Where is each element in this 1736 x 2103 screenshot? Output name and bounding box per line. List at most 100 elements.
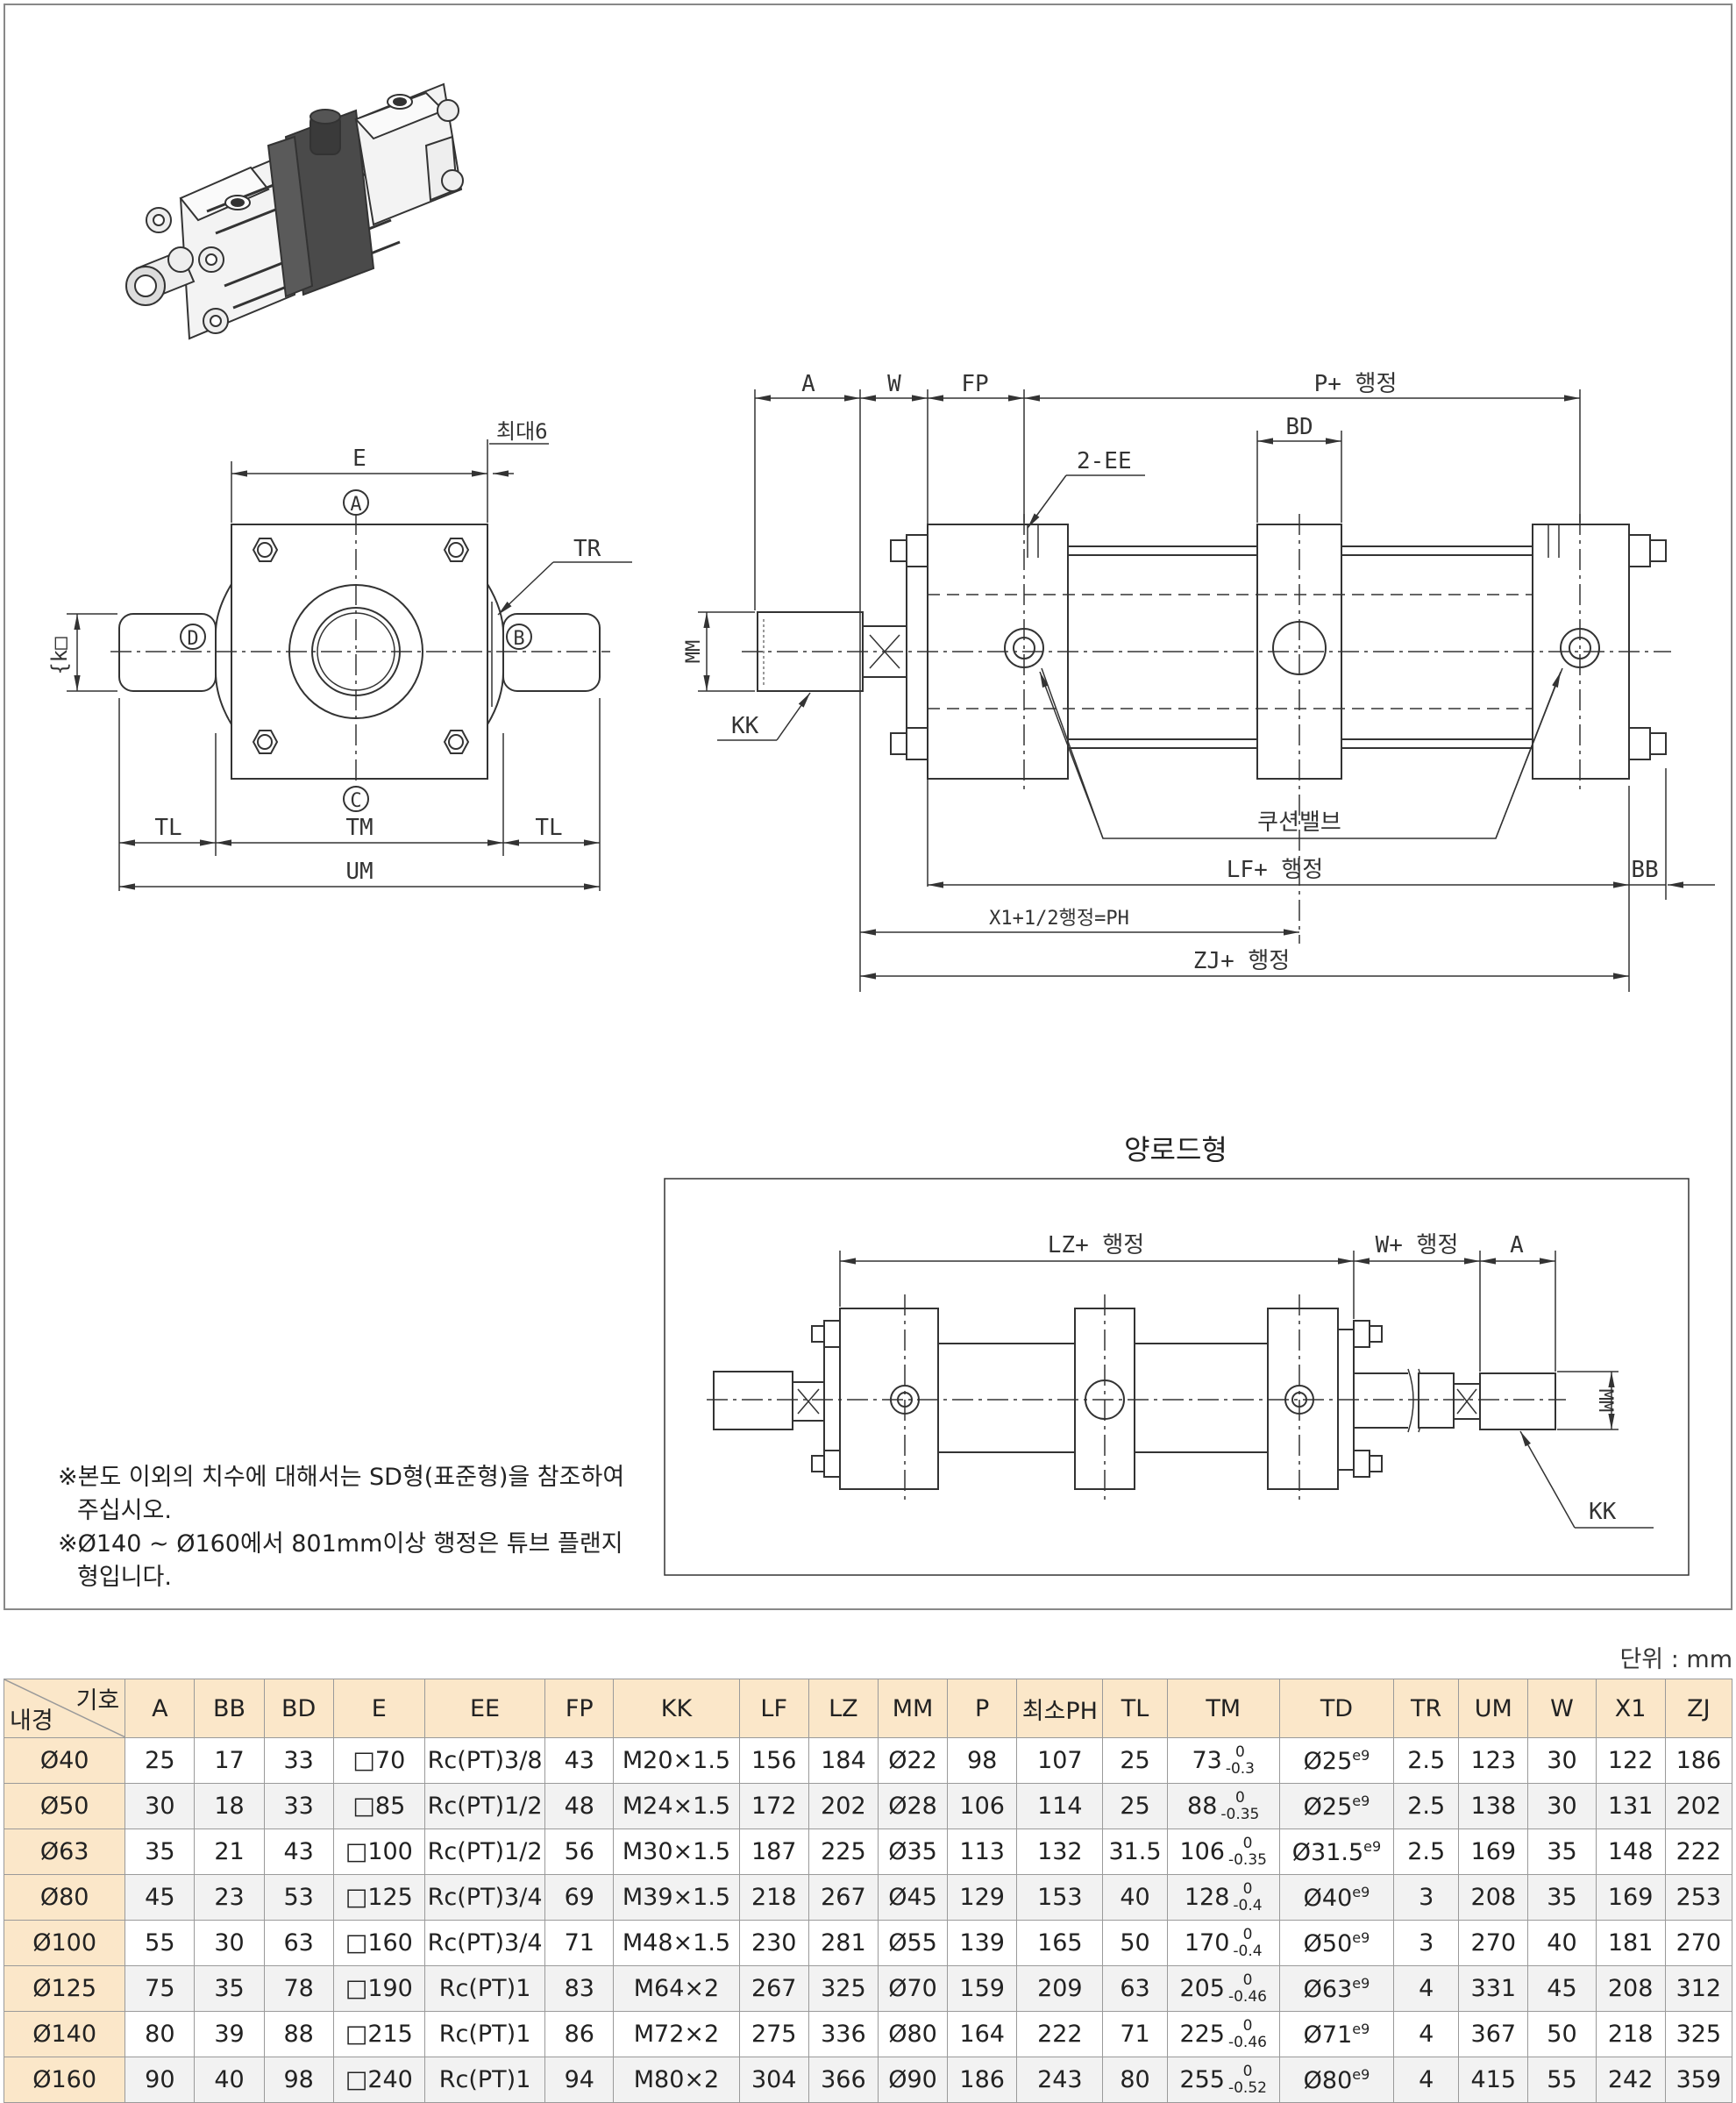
column-header: TR — [1393, 1679, 1460, 1738]
label-c: C — [350, 790, 361, 812]
tm-value: 106 — [1179, 1838, 1225, 1865]
cell-fp: 83 — [544, 1965, 615, 2012]
cell-bd: 53 — [263, 1874, 334, 1921]
column-header: MM — [877, 1679, 949, 1738]
dim-tl-left: TL — [154, 815, 181, 841]
td-value: Ø63 — [1303, 1975, 1353, 2003]
cell-lz: 202 — [808, 1783, 879, 1829]
td-fit: e9 — [1352, 1883, 1370, 1900]
tm-value: 225 — [1179, 2021, 1225, 2048]
cell-a: 35 — [125, 1829, 196, 1875]
cell-e: □190 — [332, 1965, 425, 2012]
td-value: Ø25 — [1303, 1793, 1353, 1821]
tm-tolerance-lower: -0.3 — [1225, 1759, 1255, 1778]
cell-kk: M72×2 — [613, 2011, 740, 2057]
cell-tr: 4 — [1393, 1965, 1460, 2012]
cell-e: □215 — [332, 2011, 425, 2057]
cell-zj: 359 — [1664, 2057, 1733, 2103]
cell-ph: 132 — [1016, 1829, 1104, 1875]
note-1: ※본도 이외의 치수에 대해서는 SD형(표준형)을 참조하여 주십시오. — [58, 1461, 624, 1528]
cell-td: Ø25e9 — [1278, 1783, 1395, 1829]
cell-lf: 267 — [738, 1965, 809, 2012]
note-2-line-2: 형입니다. — [77, 1564, 172, 1591]
bore-cell: Ø80 — [3, 1874, 126, 1921]
cell-zj: 222 — [1664, 1829, 1733, 1875]
cell-w: 45 — [1527, 1965, 1597, 2012]
double-rod-dim-a: A — [1510, 1232, 1524, 1258]
tie-rod-nuts — [890, 534, 1667, 760]
note-1-line-2: 주십시오. — [77, 1497, 172, 1524]
double-rod-dim-w: W+ 행정 — [1376, 1232, 1459, 1258]
cell-a: 75 — [125, 1965, 196, 2012]
note-1-line-1: ※본도 이외의 치수에 대해서는 SD형(표준형)을 참조하여 — [58, 1464, 625, 1491]
cell-tl: 25 — [1102, 1737, 1168, 1784]
cell-w: 35 — [1527, 1829, 1597, 1875]
side-dim-a: A — [801, 371, 815, 397]
tm-tolerance-lower: -0.46 — [1227, 1987, 1267, 2006]
cushion-valve-label: 쿠션밸브 — [1257, 809, 1341, 836]
cell-fp: 86 — [544, 2011, 615, 2057]
cell-a: 55 — [125, 1920, 196, 1966]
cell-lz: 366 — [808, 2057, 879, 2103]
td-fit: e9 — [1352, 2020, 1370, 2037]
double-rod-dim-kk: KK — [1589, 1499, 1617, 1525]
tm-value: 255 — [1179, 2066, 1225, 2093]
cell-tl: 31.5 — [1102, 1829, 1168, 1875]
cell-bb: 17 — [194, 1737, 265, 1784]
cell-tr: 2.5 — [1393, 1783, 1460, 1829]
cell-zj: 312 — [1664, 1965, 1733, 2012]
side-dim-fp: FP — [961, 371, 988, 397]
cell-bd: 33 — [263, 1783, 334, 1829]
cell-um: 367 — [1458, 2011, 1529, 2057]
side-dim-w: W — [887, 371, 901, 397]
cell-tl: 63 — [1102, 1965, 1168, 2012]
cell-zj: 253 — [1664, 1874, 1733, 1921]
technical-drawing: A C D B E 최대6 TR {k□ TL TM TL UM — [47, 82, 1715, 1576]
td-fit: e9 — [1363, 1837, 1382, 1855]
cell-w: 55 — [1527, 2057, 1597, 2103]
column-header: A — [125, 1679, 196, 1738]
side-dim-bd: BD — [1285, 414, 1313, 440]
cell-lf: 230 — [738, 1920, 809, 1966]
cell-bb: 18 — [194, 1783, 265, 1829]
double-rod-dim-mm: MM — [1594, 1389, 1616, 1413]
tm-tolerance-upper: 0 — [1234, 1743, 1245, 1761]
side-dim-kk: KK — [731, 713, 759, 739]
dim-tl-right: TL — [535, 815, 562, 841]
cell-ee: Rc(PT)3/4 — [423, 1874, 546, 1921]
cell-e: □100 — [332, 1829, 425, 1875]
cell-td: Ø40e9 — [1278, 1874, 1395, 1921]
cell-mm: Ø80 — [877, 2011, 949, 2057]
cell-um: 331 — [1458, 1965, 1529, 2012]
cell-fp: 69 — [544, 1874, 615, 1921]
cell-tr: 4 — [1393, 2011, 1460, 2057]
dim-tm: TM — [345, 815, 373, 841]
corner-diagonal — [4, 1679, 125, 1737]
bolt-group — [252, 538, 470, 754]
td-value: Ø25 — [1303, 1747, 1353, 1775]
column-header: LZ — [808, 1679, 879, 1738]
td-value: Ø80 — [1303, 2066, 1353, 2094]
double-rod-dim-lz: LZ+ 행정 — [1048, 1232, 1144, 1258]
tm-value: 170 — [1184, 1929, 1230, 1957]
column-header: EE — [423, 1679, 546, 1738]
tm-tolerance-lower: -0.4 — [1233, 1896, 1263, 1914]
cell-bb: 35 — [194, 1965, 265, 2012]
cell-kk: M20×1.5 — [613, 1737, 740, 1784]
cell-bd: 33 — [263, 1737, 334, 1784]
drawing-frame: A C D B E 최대6 TR {k□ TL TM TL UM — [4, 4, 1732, 1610]
cell-ee: Rc(PT)1/2 — [423, 1829, 546, 1875]
cell-tr: 3 — [1393, 1874, 1460, 1921]
cell-ph: 114 — [1016, 1783, 1104, 1829]
cell-ph: 243 — [1016, 2057, 1104, 2103]
cell-ee: Rc(PT)3/8 — [423, 1737, 546, 1784]
cell-p: 129 — [947, 1874, 1018, 1921]
bore-cell: Ø50 — [3, 1783, 126, 1829]
cell-bb: 23 — [194, 1874, 265, 1921]
column-header: KK — [613, 1679, 740, 1738]
cell-bb: 30 — [194, 1920, 265, 1966]
cell-p: 186 — [947, 2057, 1018, 2103]
